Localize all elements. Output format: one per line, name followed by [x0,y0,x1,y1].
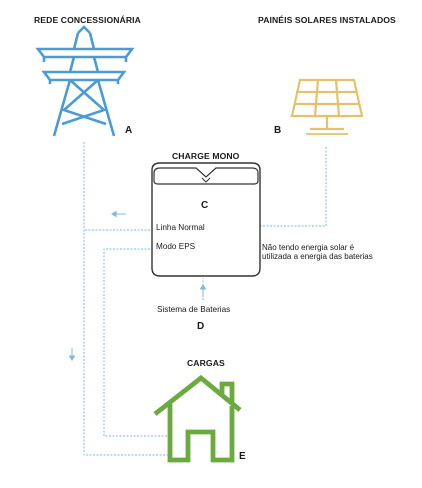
solar-title: PAINÉIS SOLARES INSTALADOS [258,15,396,25]
inverter-icon [151,162,261,277]
mode-normal-label: Linha Normal [156,223,205,232]
loads-title: CARGAS [187,358,225,368]
flow-arrows [68,210,207,361]
battery-letter: D [197,321,205,332]
grid-title: REDE CONCESSIONÁRIA [34,15,141,25]
grid-letter: A [125,125,133,136]
connector-eps [103,248,168,437]
solar-letter: B [274,125,282,136]
connector-grid-to-loads [83,142,168,456]
loads-letter: E [239,451,246,462]
house-icon [153,374,242,463]
mode-eps-label: Modo EPS [156,242,196,251]
arrow-down-icon [68,348,76,361]
arrow-up-icon [199,284,207,297]
battery-label: Sistema de Baterias [157,305,231,314]
inverter-title: CHARGE MONO [172,151,240,161]
connector-solar-to-inverter [260,147,327,227]
solar-panel-icon [290,78,364,135]
arrow-left-icon [111,210,126,218]
connector-lines [83,142,327,456]
inverter-letter: C [201,200,209,211]
battery-note: Não tendo energia solar é utilizada a en… [262,243,373,261]
power-tower-icon [35,25,135,137]
